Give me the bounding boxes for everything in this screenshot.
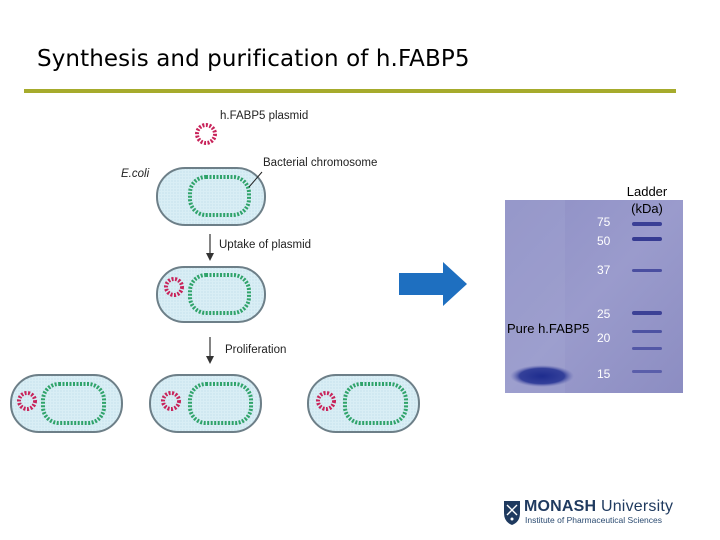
proliferation-label: Proliferation <box>225 344 287 356</box>
marker-37: 37 <box>597 263 611 277</box>
ecoli-cell-2 <box>156 266 266 323</box>
logo-name-bold: MONASH <box>524 498 597 515</box>
plasmid-free <box>195 123 217 145</box>
logo-subtitle: Institute of Pharmaceutical Sciences <box>525 515 663 525</box>
logo-wordmark: MONASH University <box>524 498 673 516</box>
pure-protein-label: Pure h.FABP5 <box>507 321 590 336</box>
progeny-cell-1 <box>10 374 123 433</box>
marker-25: 25 <box>597 307 611 321</box>
logo-name-regular: University <box>596 498 674 515</box>
ecoli-label: E.coli <box>121 168 150 180</box>
shield-icon <box>504 501 520 525</box>
uptake-label: Uptake of plasmid <box>219 239 312 251</box>
title-rule <box>24 89 676 93</box>
university-logo: MONASH University Institute of Pharmaceu… <box>503 498 673 528</box>
chromosome-label: Bacterial chromosome <box>263 157 378 169</box>
ladder-label: Ladder (kDa) <box>626 184 668 216</box>
ecoli-cell-1 <box>156 167 266 226</box>
marker-50: 50 <box>597 234 611 248</box>
chromosome-pointer <box>248 171 263 188</box>
progeny-cell-3 <box>307 374 420 433</box>
marker-20: 20 <box>597 331 611 345</box>
slide-title: Synthesis and purification of h.FABP5 <box>37 46 470 72</box>
gel-image <box>505 200 683 393</box>
progeny-cell-2 <box>149 374 262 433</box>
marker-75: 75 <box>597 215 611 229</box>
plasmid-label: h.FABP5 plasmid <box>220 110 309 122</box>
right-arrow-icon <box>399 262 467 306</box>
marker-15: 15 <box>597 367 611 381</box>
